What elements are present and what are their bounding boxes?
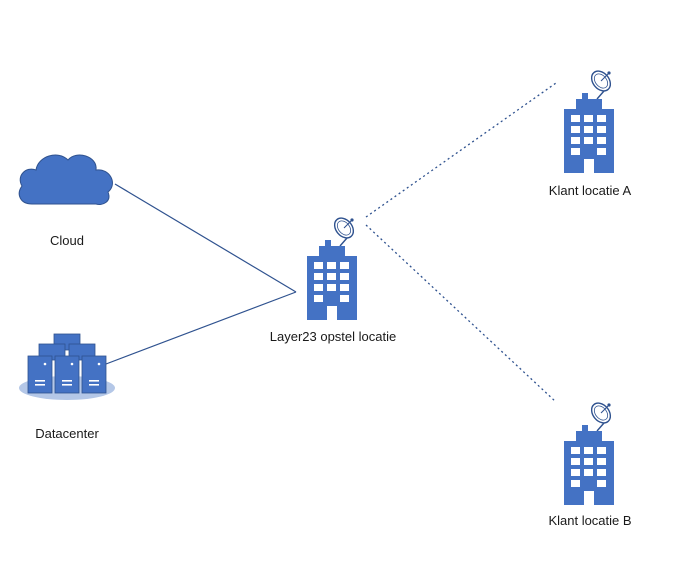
cloud-icon xyxy=(18,154,113,205)
klant-a-building-icon xyxy=(563,66,615,174)
link-layer23-klant-b xyxy=(365,224,557,403)
cloud-label: Cloud xyxy=(50,233,84,248)
klant-a-location-label: Klant locatie A xyxy=(548,183,632,198)
klant-b-building-icon xyxy=(563,398,615,506)
klant-b-location-label: Klant locatie B xyxy=(548,513,632,528)
server-rack-icon xyxy=(19,333,115,400)
layer23-location-label: Layer23 opstel locatie xyxy=(269,329,397,344)
link-cloud-layer23 xyxy=(114,183,297,293)
link-datacenter-layer23 xyxy=(105,291,297,365)
layer23-building-icon xyxy=(306,213,358,321)
link-layer23-klant-a xyxy=(365,82,557,218)
datacenter-label: Datacenter xyxy=(35,426,99,441)
